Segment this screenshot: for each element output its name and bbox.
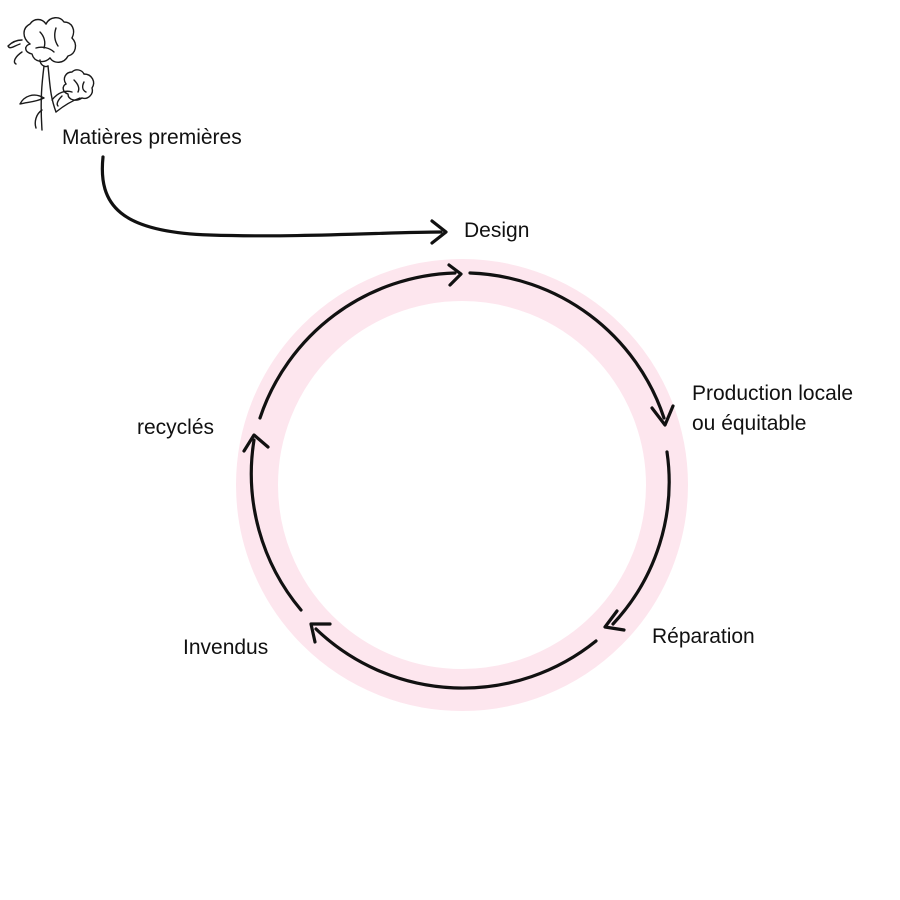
cycle-ring <box>236 259 688 711</box>
arc-repair-to-unsold <box>314 627 598 690</box>
arc-unsold-to-recycled <box>249 438 303 612</box>
arrowhead-design <box>447 263 463 287</box>
label-repair: Réparation <box>652 625 755 648</box>
label-production-line-2: ou équitable <box>692 412 807 435</box>
label-raw-materials: Matières premières <box>62 126 242 149</box>
arrowhead-repair <box>603 609 626 632</box>
label-design: Design <box>464 219 530 242</box>
entry-arrow <box>100 155 443 238</box>
arrowhead-unsold <box>309 622 332 644</box>
entry-arrowhead <box>430 219 448 245</box>
arc-production-to-repair <box>611 450 671 626</box>
arc-design-to-production <box>468 271 666 420</box>
label-production-line-1: Production locale <box>692 382 854 405</box>
arrowhead-recycled <box>242 433 270 453</box>
label-production: Production locale ou équitable <box>692 379 853 439</box>
cotton-flower-icon <box>7 17 95 131</box>
label-recycled: recyclés <box>137 416 215 439</box>
arrowhead-production <box>650 404 675 427</box>
arc-recycled-to-design <box>258 271 457 420</box>
label-unsold: Invendus <box>183 636 269 659</box>
